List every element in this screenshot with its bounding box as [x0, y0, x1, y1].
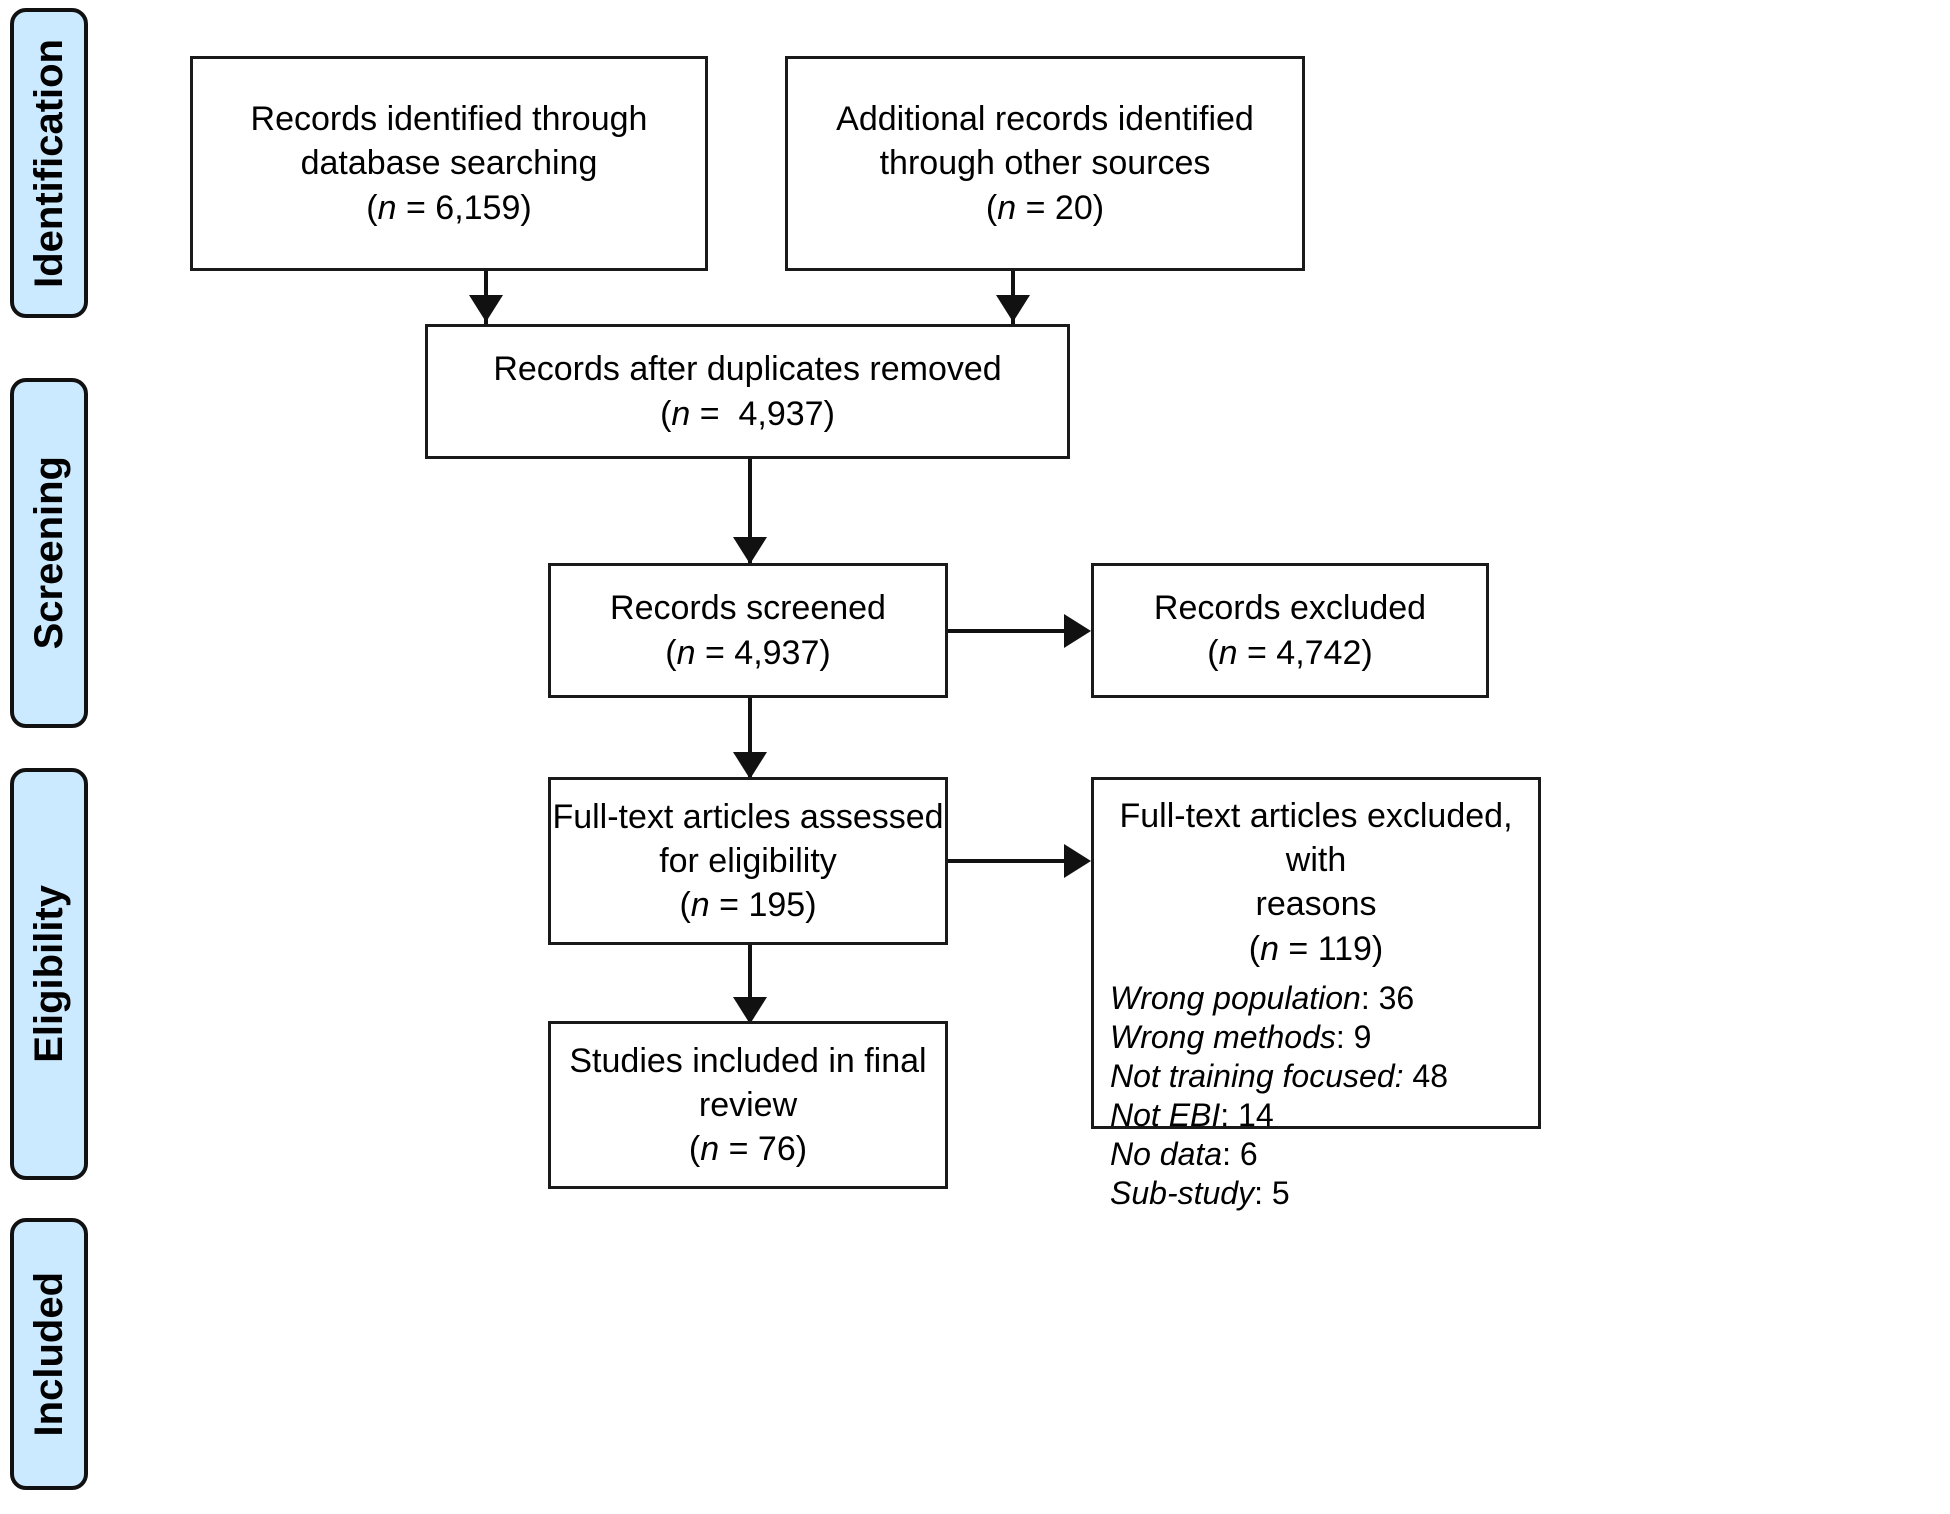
connector-screened-to-excluded	[948, 629, 1066, 633]
connector-duplicates-to-screened	[748, 459, 752, 569]
exclusion-reason-item: Not EBI: 14	[1110, 1096, 1274, 1133]
box-fulltext-excluded-line2: reasons	[1255, 885, 1377, 924]
connector-fulltext-to-included	[748, 945, 752, 1027]
stage-tab-included-label: Included	[27, 1271, 71, 1437]
box-studies-included-line1: Studies included in final	[569, 1041, 927, 1080]
box-other-sources-line1: Additional records identified	[836, 100, 1254, 139]
box-additional-records-other-sources: Additional records identified through ot…	[785, 56, 1305, 271]
box-records-screened-count: (n = 4,937)	[665, 633, 831, 672]
stage-tab-screening-label: Screening	[27, 456, 71, 650]
connector-fulltext-to-excluded-reasons	[948, 859, 1066, 863]
box-records-excluded-line1: Records excluded	[1153, 589, 1427, 628]
box-records-excluded: Records excluded (n = 4,742)	[1091, 563, 1489, 698]
box-db-search-line1: Records identified through	[250, 100, 648, 139]
box-other-sources-line2: through other sources	[879, 144, 1211, 183]
arrowhead-fulltext-to-excluded-reasons	[1064, 844, 1091, 878]
stage-tab-identification-label: Identification	[27, 38, 71, 288]
stage-tab-screening: Screening	[10, 378, 88, 728]
box-fulltext-assessed-count: (n = 195)	[679, 886, 817, 925]
box-other-sources-count: (n = 20)	[985, 188, 1105, 227]
box-records-identified-database: Records identified through database sear…	[190, 56, 708, 271]
box-db-search-line2: database searching	[300, 144, 598, 183]
arrowhead-screened-to-fulltext	[733, 752, 767, 779]
arrowhead-other-sources-to-duplicates	[996, 295, 1030, 322]
box-duplicates-line1: Records after duplicates removed	[493, 350, 1002, 389]
box-fulltext-excluded-line1: Full-text articles excluded, with	[1119, 797, 1513, 880]
arrowhead-screened-to-excluded	[1064, 614, 1091, 648]
connector-screened-to-fulltext	[748, 698, 752, 783]
box-records-screened-line1: Records screened	[610, 589, 886, 628]
reasons-header: Full-text articles excluded, with reason…	[1110, 794, 1522, 971]
exclusion-reason-item: Not training focused: 48	[1110, 1057, 1448, 1094]
arrowhead-fulltext-to-included	[733, 997, 767, 1024]
box-fulltext-excluded-count: (n = 119)	[1248, 929, 1384, 968]
box-fulltext-assessed-line2: for eligibility	[659, 841, 837, 880]
box-studies-included-count: (n = 76)	[688, 1130, 808, 1169]
stage-tab-included: Included	[10, 1218, 88, 1490]
box-studies-included-line2: review	[698, 1085, 798, 1124]
box-fulltext-assessed-line1: Full-text articles assessed	[552, 797, 944, 836]
arrowhead-db-search-to-duplicates	[469, 295, 503, 322]
exclusion-reason-item: Wrong population: 36	[1110, 979, 1415, 1016]
exclusion-reason-item: Sub-study: 5	[1110, 1174, 1290, 1211]
stage-tab-eligibility-label: Eligibility	[27, 885, 71, 1063]
stage-tab-eligibility: Eligibility	[10, 768, 88, 1180]
exclusion-reason-item: Wrong methods: 9	[1110, 1018, 1372, 1055]
exclusion-reasons-list: Wrong population: 36 Wrong methods: 9 No…	[1110, 979, 1522, 1213]
box-records-after-duplicates-removed: Records after duplicates removed (n = 4,…	[425, 324, 1070, 459]
box-fulltext-articles-assessed: Full-text articles assessed for eligibil…	[548, 777, 948, 945]
box-records-excluded-count: (n = 4,742)	[1207, 633, 1373, 672]
arrowhead-duplicates-to-screened	[733, 537, 767, 564]
box-records-screened: Records screened (n = 4,937)	[548, 563, 948, 698]
box-db-search-count: (n = 6,159)	[366, 188, 532, 227]
box-studies-included-final-review: Studies included in final review (n = 76…	[548, 1021, 948, 1189]
box-duplicates-count: (n = 4,937)	[660, 394, 835, 433]
box-fulltext-articles-excluded-with-reasons: Full-text articles excluded, with reason…	[1091, 777, 1541, 1211]
exclusion-reason-item: No data: 6	[1110, 1135, 1258, 1172]
stage-tab-identification: Identification	[10, 8, 88, 318]
